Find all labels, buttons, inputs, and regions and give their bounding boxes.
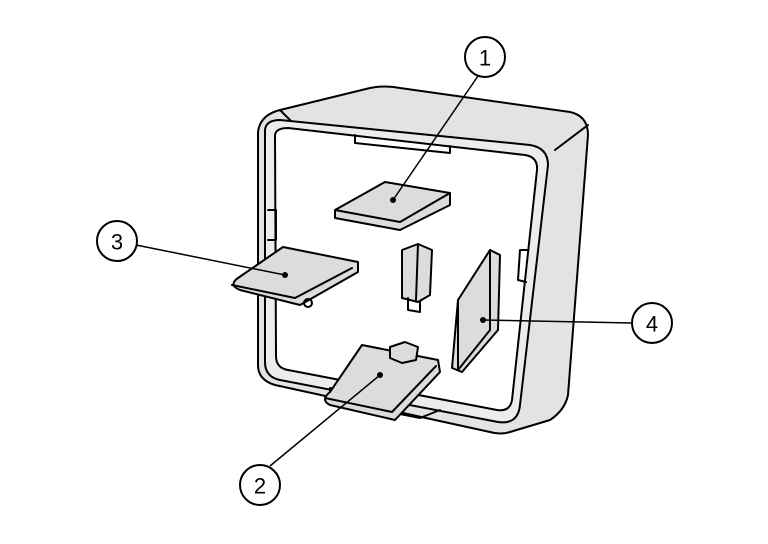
callout-2: 2 <box>239 464 281 506</box>
center-pin <box>401 243 433 313</box>
callout-label: 4 <box>646 312 658 337</box>
callout-label: 1 <box>479 46 491 71</box>
callout-1: 1 <box>464 36 506 78</box>
leader-line-4 <box>482 319 633 324</box>
terminal-3 <box>231 246 359 308</box>
leader-line-1 <box>392 75 479 201</box>
callout-label: 3 <box>111 230 123 255</box>
callout-4: 4 <box>631 302 673 344</box>
terminal-1 <box>334 181 451 231</box>
callout-label: 2 <box>254 474 266 499</box>
leader-line-2 <box>269 374 381 467</box>
leader-line-3 <box>135 244 286 276</box>
callout-3: 3 <box>96 220 138 262</box>
terminal-4 <box>451 249 501 373</box>
